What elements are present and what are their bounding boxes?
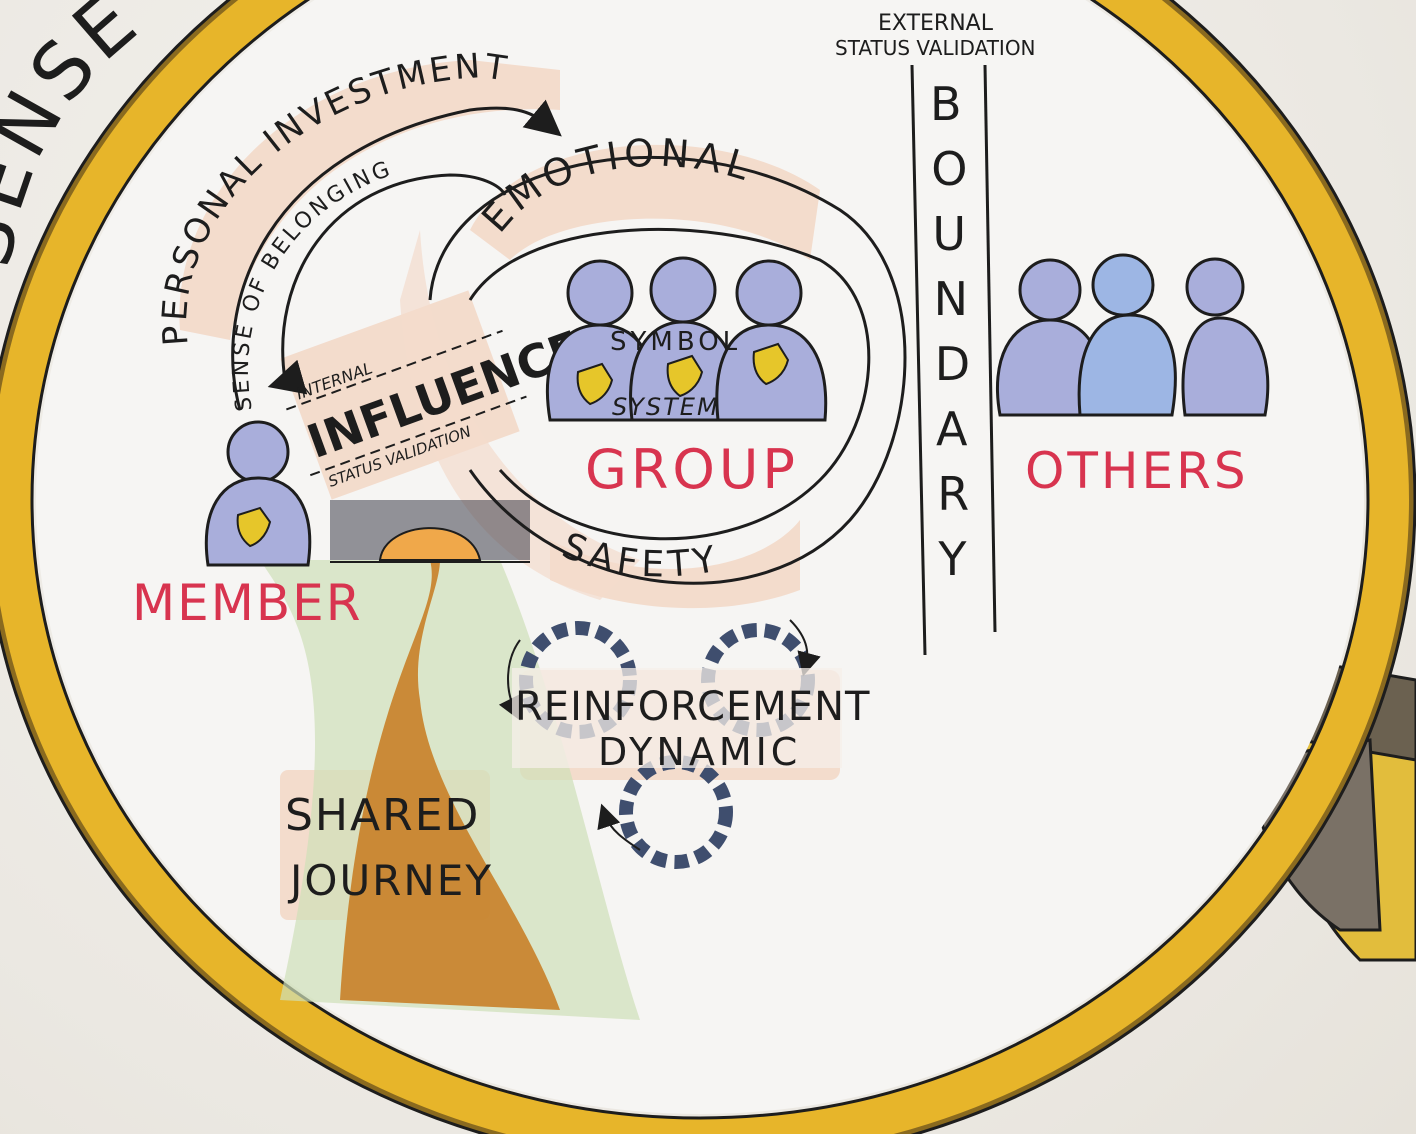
symbol-label: SYMBOL	[610, 327, 741, 357]
journey-label: JOURNEY	[287, 856, 493, 905]
boundary-letter: Y	[937, 532, 967, 586]
boundary-letter: O	[931, 142, 967, 196]
member-figure	[204, 420, 312, 567]
boundary-letter: B	[930, 77, 962, 131]
shared-label: SHARED	[285, 790, 480, 841]
others-figure	[995, 258, 1105, 417]
reinforcement-label: REINFORCEMENT	[515, 684, 870, 730]
shared-journey-illustration	[260, 500, 640, 1020]
boundary-letter: R	[937, 467, 969, 521]
boundary-letter: A	[936, 402, 968, 456]
others-figures	[995, 253, 1270, 417]
others-figure	[1181, 257, 1270, 417]
external-label: EXTERNAL	[878, 11, 994, 36]
group-label: GROUP	[585, 438, 799, 501]
dynamic-label: DYNAMIC	[598, 730, 801, 774]
belonging-arrows	[231, 99, 562, 411]
group-enclosure	[428, 156, 907, 585]
boundary-letter: N	[934, 272, 968, 326]
others-figure	[1077, 253, 1177, 417]
boundary-letter: D	[935, 337, 970, 391]
shield-icon	[576, 342, 790, 406]
external-status-label: STATUS VALIDATION	[835, 36, 1036, 60]
shield-icon	[236, 506, 272, 548]
system-label: SYSTEM	[612, 393, 720, 421]
others-label: OTHERS	[1025, 442, 1249, 500]
boundary-letter: U	[932, 207, 966, 261]
group-figures: SYMBOL SYSTEM GROUP	[545, 256, 828, 501]
group-figure	[715, 259, 828, 422]
member-label: MEMBER	[132, 574, 363, 632]
